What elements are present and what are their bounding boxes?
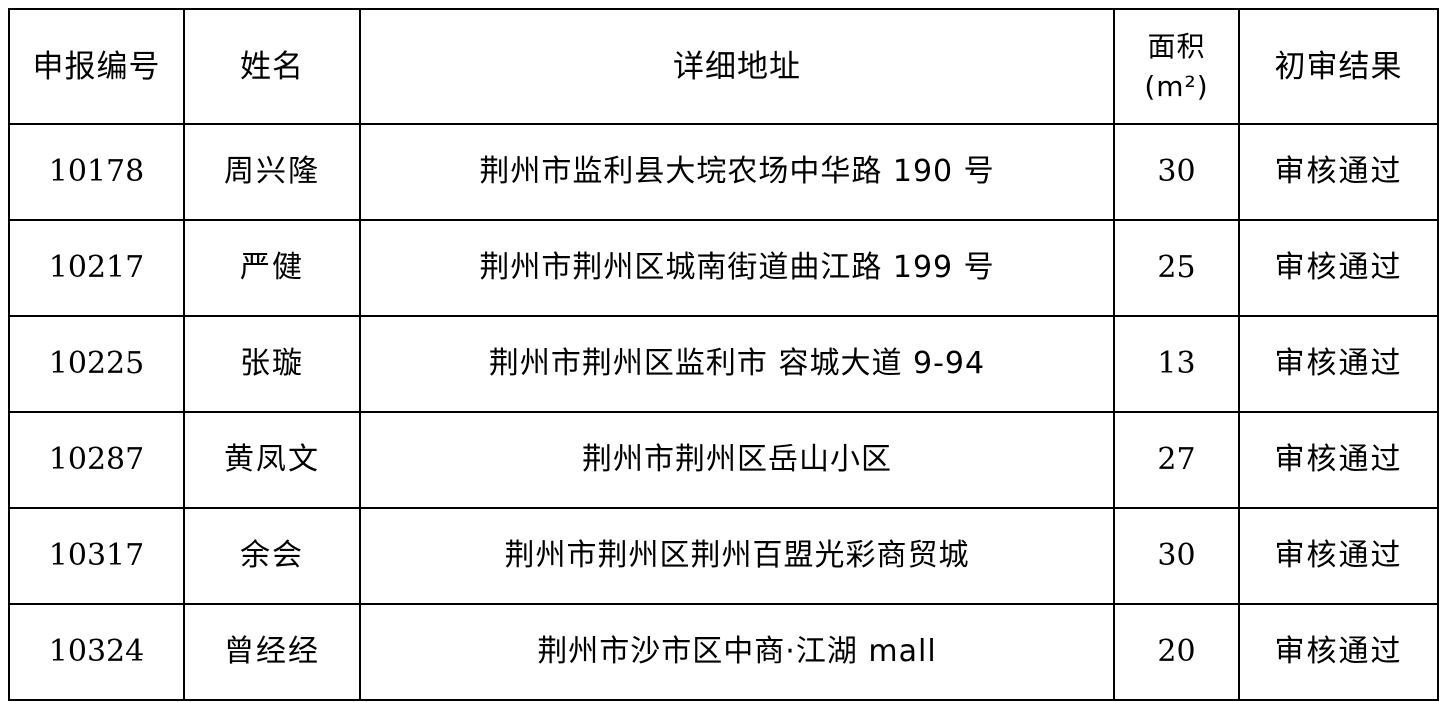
- cell-area: 20: [1113, 603, 1240, 701]
- cell-address: 荆州市荆州区城南街道曲江路 199 号: [359, 219, 1115, 317]
- cell-result: 审核通过: [1238, 315, 1439, 413]
- cell-application-id: 10324: [8, 603, 185, 701]
- header-area: 面积 (m²): [1113, 8, 1240, 125]
- cell-application-id: 10287: [8, 411, 185, 509]
- header-area-label: 面积: [1147, 29, 1206, 63]
- table-row: 10324 曾经经 荆州市沙市区中商·江湖 mall 20 审核通过: [8, 603, 1439, 701]
- cell-result: 审核通过: [1238, 219, 1439, 317]
- cell-application-id: 10217: [8, 219, 185, 317]
- cell-name: 张璇: [183, 315, 361, 413]
- cell-name: 余会: [183, 507, 361, 605]
- cell-application-id: 10317: [8, 507, 185, 605]
- cell-area: 13: [1113, 315, 1240, 413]
- cell-name: 严健: [183, 219, 361, 317]
- cell-address: 荆州市沙市区中商·江湖 mall: [359, 603, 1115, 701]
- header-area-unit: (m²): [1144, 69, 1209, 103]
- header-row: 申报编号 姓名 详细地址 面积 (m²) 初审结果: [8, 8, 1439, 125]
- table-row: 10317 余会 荆州市荆州区荆州百盟光彩商贸城 30 审核通过: [8, 507, 1439, 605]
- cell-address: 荆州市荆州区岳山小区: [359, 411, 1115, 509]
- table-row: 10217 严健 荆州市荆州区城南街道曲江路 199 号 25 审核通过: [8, 219, 1439, 317]
- cell-application-id: 10225: [8, 315, 185, 413]
- application-table: 申报编号 姓名 详细地址 面积 (m²) 初审结果 10178 周兴隆 荆州市监…: [8, 8, 1439, 701]
- cell-application-id: 10178: [8, 123, 185, 221]
- table-body: 10178 周兴隆 荆州市监利县大垸农场中华路 190 号 30 审核通过 10…: [8, 123, 1439, 701]
- cell-result: 审核通过: [1238, 411, 1439, 509]
- cell-result: 审核通过: [1238, 123, 1439, 221]
- cell-area: 27: [1113, 411, 1240, 509]
- cell-name: 周兴隆: [183, 123, 361, 221]
- cell-result: 审核通过: [1238, 603, 1439, 701]
- cell-address: 荆州市监利县大垸农场中华路 190 号: [359, 123, 1115, 221]
- table-row: 10178 周兴隆 荆州市监利县大垸农场中华路 190 号 30 审核通过: [8, 123, 1439, 221]
- header-address: 详细地址: [359, 8, 1115, 125]
- table-row: 10287 黄凤文 荆州市荆州区岳山小区 27 审核通过: [8, 411, 1439, 509]
- cell-address: 荆州市荆州区监利市 容城大道 9-94: [359, 315, 1115, 413]
- table-row: 10225 张璇 荆州市荆州区监利市 容城大道 9-94 13 审核通过: [8, 315, 1439, 413]
- cell-name: 曾经经: [183, 603, 361, 701]
- cell-address: 荆州市荆州区荆州百盟光彩商贸城: [359, 507, 1115, 605]
- header-name: 姓名: [183, 8, 361, 125]
- header-application-id: 申报编号: [8, 8, 185, 125]
- cell-area: 30: [1113, 123, 1240, 221]
- cell-area: 30: [1113, 507, 1240, 605]
- table-header: 申报编号 姓名 详细地址 面积 (m²) 初审结果: [8, 8, 1439, 125]
- cell-area: 25: [1113, 219, 1240, 317]
- cell-result: 审核通过: [1238, 507, 1439, 605]
- cell-name: 黄凤文: [183, 411, 361, 509]
- header-result: 初审结果: [1238, 8, 1439, 125]
